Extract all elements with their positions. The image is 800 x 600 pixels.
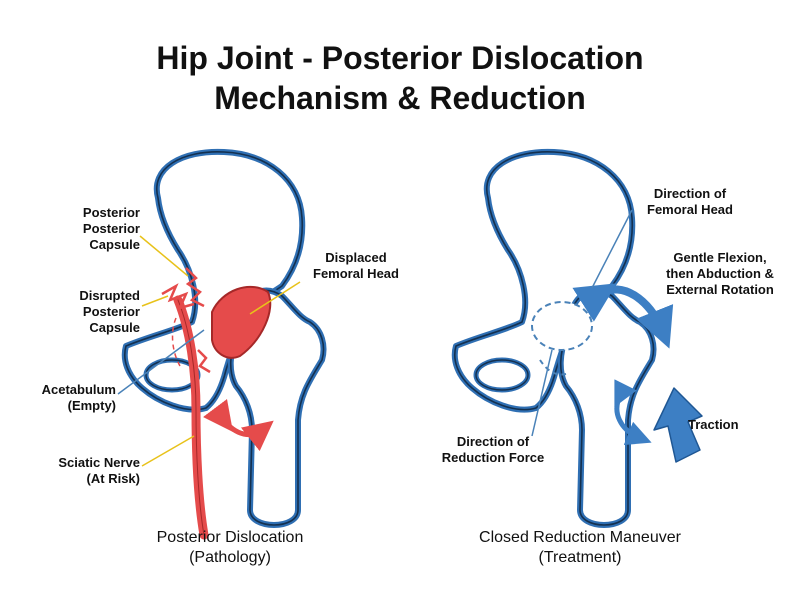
torn-capsule-upper — [185, 267, 205, 308]
leader-displaced-head — [249, 281, 301, 315]
caption-left: Posterior Dislocation (Pathology) — [156, 529, 304, 566]
left-displaced-femoral-head — [211, 285, 272, 359]
traction-arrow — [653, 387, 703, 463]
label-displaced-femoral-head: Displaced Femoral Head — [313, 250, 399, 281]
leader-reduction-force — [531, 349, 553, 437]
leader-posterior-capsule — [139, 235, 189, 277]
leader-sciatic — [141, 435, 195, 467]
torn-capsule-lower — [161, 283, 195, 310]
reduction-curve-arrow — [614, 379, 652, 445]
title-line-1: Hip Joint - Posterior Dislocation — [156, 40, 644, 76]
label-sciatic-nerve: Sciatic Nerve (At Risk) — [58, 455, 140, 486]
label-posterior-capsule: Posterior Posterior Capsule — [82, 205, 140, 252]
title-line-2: Mechanism & Reduction — [214, 80, 586, 116]
rotation-arrow — [572, 283, 674, 349]
label-disrupted-capsule: Disrupted Posterior Capsule — [79, 288, 140, 335]
leader-disrupted-capsule — [141, 295, 169, 307]
right-hip-bone — [451, 148, 657, 528]
label-traction: Traction — [688, 417, 739, 432]
label-reduction-force: Direction of Reduction Force — [441, 434, 545, 465]
left-hip-bone — [121, 148, 327, 528]
label-acetabulum: Acetabulum (Empty) — [41, 382, 116, 413]
left-empty-acetabulum — [171, 317, 181, 367]
label-direction-femoral-head: Direction of Femoral Head — [647, 186, 733, 217]
left-displacement-arrow — [202, 398, 274, 452]
leader-acetabulum — [117, 329, 205, 395]
page-title: Hip Joint - Posterior Dislocation Mechan… — [0, 38, 800, 118]
label-rotation: Gentle Flexion, then Abduction & Externa… — [666, 250, 774, 297]
leader-direction-head — [591, 209, 633, 289]
caption-right: Closed Reduction Maneuver (Treatment) — [479, 529, 681, 566]
right-reduced-femoral-head — [531, 301, 593, 351]
